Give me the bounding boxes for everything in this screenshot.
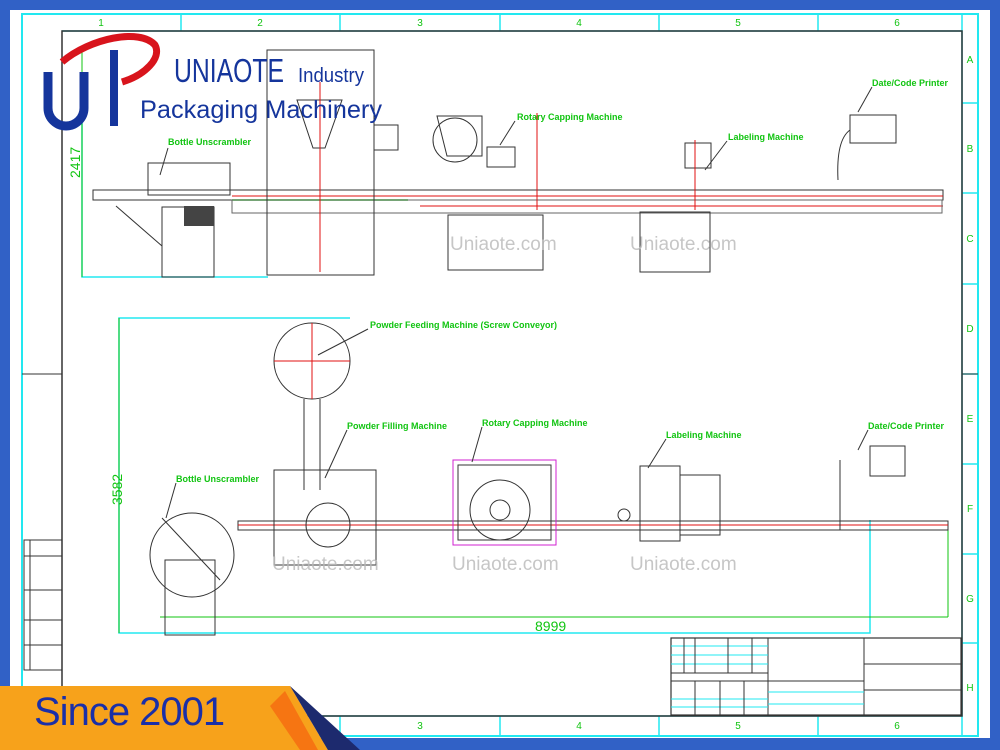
row-label: H <box>966 683 973 694</box>
row-label: C <box>966 234 973 245</box>
brand-name: UNIAOTE <box>174 52 284 89</box>
side-table <box>23 539 63 671</box>
column-label: 4 <box>576 721 582 732</box>
label-bottle-unscrambler-plan: Bottle Unscrambler <box>176 474 260 484</box>
length-dimension: 8999 <box>535 618 566 634</box>
row-label: F <box>967 504 973 515</box>
row-label: E <box>967 414 974 425</box>
label-powder-feeding: Powder Feeding Machine (Screw Conveyor) <box>370 320 557 330</box>
label-rotary-capping-plan: Rotary Capping Machine <box>482 418 588 428</box>
column-label: 3 <box>417 721 423 732</box>
label-bottle-unscrambler-elevation: Bottle Unscrambler <box>168 137 252 147</box>
column-label: 4 <box>576 18 582 29</box>
column-label: 5 <box>735 721 741 732</box>
column-label: 2 <box>257 18 263 29</box>
column-label: 3 <box>417 18 423 29</box>
since-2001-text: Since 2001 <box>34 690 225 734</box>
watermark: Uniaote.com <box>450 234 557 255</box>
label-labeling-plan: Labeling Machine <box>666 430 742 440</box>
label-labeling-elevation: Labeling Machine <box>728 132 804 142</box>
brand-logo: UNIAOTE Industry Packaging Machinery <box>43 33 383 131</box>
column-label: 1 <box>98 18 104 29</box>
elevation-view: 2417 Bottle Unscrambler Rotary C <box>67 49 949 278</box>
watermark: Uniaote.com <box>630 234 737 255</box>
column-label: 6 <box>894 18 900 29</box>
brand-suffix: Industry <box>298 65 364 87</box>
row-label: A <box>967 55 974 66</box>
brand-tagline: Packaging Machinery <box>140 96 383 124</box>
column-label: 6 <box>894 721 900 732</box>
plan-view: 3582 8999 Powder Feeding Machine (Screw … <box>109 317 949 636</box>
label-printer-elevation: Date/Code Printer <box>872 78 949 88</box>
title-block <box>670 637 962 716</box>
row-label: B <box>967 144 974 155</box>
watermark: Uniaote.com <box>452 554 559 575</box>
label-rotary-capping-elevation: Rotary Capping Machine <box>517 112 623 122</box>
watermark: Uniaote.com <box>630 554 737 575</box>
watermark: Uniaote.com <box>272 554 379 575</box>
since-banner <box>0 686 360 750</box>
height-dimension-elevation: 2417 <box>67 147 83 178</box>
column-label: 5 <box>735 18 741 29</box>
row-label: G <box>966 594 974 605</box>
row-label: D <box>966 324 973 335</box>
label-printer-plan: Date/Code Printer <box>868 421 945 431</box>
label-powder-filling: Powder Filling Machine <box>347 421 447 431</box>
height-dimension-plan: 3582 <box>109 474 125 505</box>
